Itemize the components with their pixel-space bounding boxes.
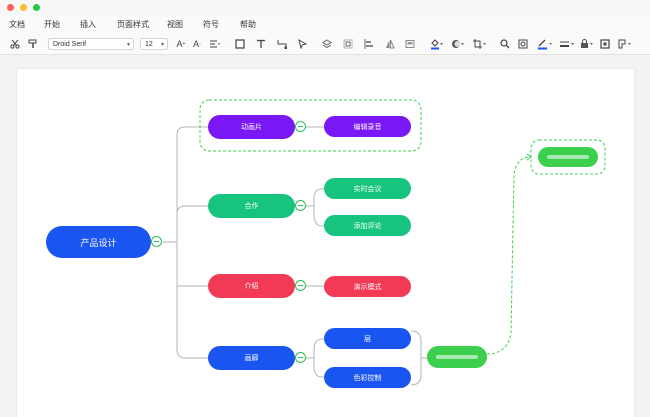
align-icon[interactable] — [207, 37, 223, 51]
image-icon[interactable] — [404, 37, 416, 51]
scissors-icon[interactable] — [9, 37, 21, 51]
menu-view[interactable]: 视图 — [167, 20, 183, 29]
child-node-label: 实时会议 — [353, 185, 382, 193]
root-node[interactable]: 产品设计 — [46, 226, 151, 258]
menu-bar: 文档 开始 插入 页面样式 视图 符号 帮助 — [0, 16, 650, 34]
font-grow-icon[interactable]: A+ — [176, 39, 186, 49]
chevron-down-icon: ▾ — [126, 42, 130, 48]
frame-icon[interactable] — [599, 37, 611, 51]
menu-insert[interactable]: 插入 — [80, 20, 96, 29]
child-node-label: 编辑录音 — [353, 123, 382, 131]
child-node-edit-recording[interactable]: 编辑录音 — [324, 116, 411, 137]
pointer-icon[interactable] — [296, 37, 308, 51]
align-left-icon[interactable] — [363, 37, 375, 51]
floating-placeholder-bar — [547, 155, 589, 159]
maximize-window-button[interactable] — [33, 4, 40, 11]
line-style-icon[interactable] — [558, 37, 576, 51]
mindmap-canvas[interactable]: 产品设计 动画片 编辑录音 合作 实时会议 添加评论 介绍 演示模式 画廊 层 … — [17, 69, 634, 417]
child-node-presentation-mode[interactable]: 演示模式 — [324, 276, 411, 297]
format-painter-icon[interactable] — [27, 37, 39, 51]
branch-node-label: 动画片 — [241, 124, 262, 131]
child-node-color-control[interactable]: 色彩控制 — [324, 367, 411, 388]
branch-node-animation[interactable]: 动画片 — [208, 115, 295, 139]
menu-start[interactable]: 开始 — [44, 20, 60, 29]
child-node-label: 层 — [364, 335, 371, 343]
branch-node-introduction[interactable]: 介绍 — [208, 274, 295, 298]
collapse-toggle-gallery[interactable] — [295, 352, 306, 363]
font-size-select[interactable]: 12▾ — [140, 38, 168, 50]
child-node-layer[interactable]: 层 — [324, 328, 411, 349]
floating-topic-node[interactable] — [538, 147, 598, 167]
group-icon[interactable] — [342, 37, 354, 51]
close-window-button[interactable] — [7, 4, 14, 11]
chevron-down-icon: ▾ — [160, 42, 164, 48]
root-node-label: 产品设计 — [80, 237, 117, 248]
child-node-label: 添加评论 — [353, 222, 382, 230]
branch-node-label: 画廊 — [244, 355, 259, 362]
connector-icon[interactable] — [276, 37, 288, 51]
menu-help[interactable]: 帮助 — [240, 20, 256, 29]
fill-color-icon[interactable] — [429, 37, 445, 51]
menu-file[interactable]: 文档 — [9, 20, 25, 29]
flip-icon[interactable] — [384, 37, 396, 51]
summary-placeholder-bar — [436, 355, 478, 359]
branch-node-cooperation[interactable]: 合作 — [208, 194, 295, 218]
menu-symbol[interactable]: 符号 — [203, 20, 219, 29]
toolbar: Droid Serif▾ 12▾ A+ A- — [0, 34, 650, 55]
lock-icon[interactable] — [579, 37, 595, 51]
menu-page-style[interactable]: 页面样式 — [117, 20, 149, 29]
branch-node-gallery[interactable]: 画廊 — [208, 346, 295, 370]
minimize-window-button[interactable] — [20, 4, 27, 11]
font-family-select[interactable]: Droid Serif▾ — [48, 38, 134, 50]
branch-node-label: 介绍 — [244, 283, 259, 290]
more-icon[interactable] — [617, 37, 635, 51]
child-node-label: 色彩控制 — [353, 374, 382, 382]
shape-style-icon[interactable] — [450, 37, 466, 51]
child-node-live-meeting[interactable]: 实时会议 — [324, 178, 411, 199]
text-icon[interactable] — [255, 37, 267, 51]
collapse-toggle-introduction[interactable] — [295, 280, 306, 291]
child-node-add-comment[interactable]: 添加评论 — [324, 215, 411, 236]
rectangle-icon[interactable] — [234, 37, 246, 51]
collapse-toggle-root[interactable] — [151, 236, 162, 247]
branch-node-label: 合作 — [244, 203, 259, 210]
title-bar — [0, 0, 650, 16]
collapse-toggle-cooperation[interactable] — [295, 200, 306, 211]
search-icon[interactable] — [499, 37, 511, 51]
summary-node[interactable] — [427, 346, 487, 368]
line-color-icon[interactable] — [536, 37, 554, 51]
crop-icon[interactable] — [472, 37, 488, 51]
collapse-toggle-animation[interactable] — [295, 121, 306, 132]
font-shrink-icon[interactable]: A- — [193, 39, 201, 49]
layers-icon[interactable] — [321, 37, 333, 51]
find-replace-icon[interactable] — [517, 37, 529, 51]
child-node-label: 演示模式 — [353, 283, 382, 291]
